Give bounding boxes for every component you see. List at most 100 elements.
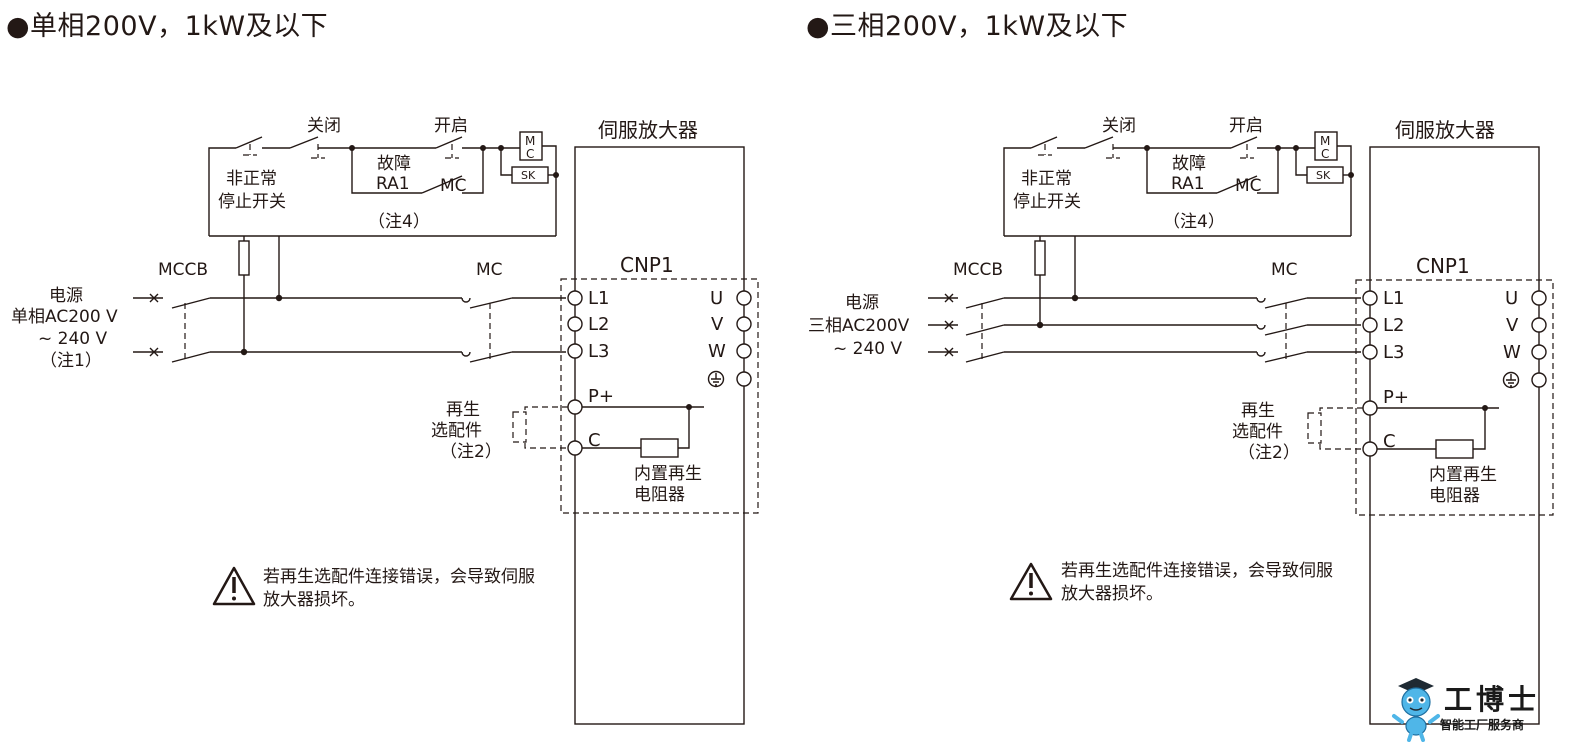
terminals: L1 L2 L3 U V W P+ C — [567, 288, 752, 456]
mccb-label: MCCB — [158, 260, 208, 280]
terminal-p — [567, 399, 583, 415]
mc-coil-label-top: M — [1320, 134, 1330, 148]
mc-aux-contact-label: MC — [1235, 176, 1262, 196]
cnp1-connector — [560, 278, 759, 514]
warning-note: 若再生选配件连接错误，会导致伺服 放大器损坏。 — [1009, 561, 1333, 604]
terminal-w-label: W — [1503, 342, 1521, 363]
close-switch-label: 关闭 — [1102, 116, 1136, 136]
terminal-l2 — [567, 316, 583, 332]
warning-text-line2: 放大器损坏。 — [263, 590, 365, 610]
regen-label-line2: 选配件 — [431, 421, 482, 441]
terminal-l1 — [1362, 290, 1378, 306]
mc-coil-label-bottom: C — [526, 147, 534, 161]
terminal-c-label: C — [1383, 431, 1396, 452]
mc-coil-label-bottom: C — [1321, 147, 1329, 161]
terminal-p — [1362, 400, 1378, 416]
resistor-label-line1: 内置再生 — [1429, 465, 1497, 485]
terminal-c-label: C — [588, 430, 601, 451]
terminal-c — [1362, 441, 1378, 457]
regen-label-line3: （注2） — [1238, 443, 1300, 463]
regen-label-line2: 选配件 — [1232, 422, 1283, 442]
terminal-l3 — [1362, 344, 1378, 360]
ra1-label: RA1 — [1171, 174, 1205, 194]
power-label-line1: 电源 — [845, 293, 879, 313]
section-title-single-phase: ●单相200V，1kW及以下 — [6, 11, 329, 42]
servo-amplifier-box — [1369, 146, 1540, 725]
control-circuit: M C SK 关闭 开启 故障 RA1 MC （注4） 非正常 停止开关 — [1003, 116, 1354, 329]
terminal-c — [567, 440, 583, 456]
terminal-l3-label: L3 — [588, 341, 609, 362]
built-in-regen-resistor — [1435, 439, 1474, 459]
cnp1-label: CNP1 — [620, 253, 674, 277]
terminal-l2-label: L2 — [1383, 315, 1404, 336]
power-label-line4: （注1） — [40, 351, 102, 371]
terminal-w-label: W — [708, 341, 726, 362]
warning-text-line1: 若再生选配件连接错误，会导致伺服 — [263, 567, 535, 587]
control-circuit: M C SK 关闭 开启 故障 RA1 MC （注4） 非正常 停止开关 — [208, 116, 559, 356]
main-power-circuit: MCCB MC 电源 单相AC200 V ~ 240 V （注1） — [11, 260, 566, 371]
regen-label-line1: 再生 — [1241, 401, 1275, 421]
terminal-l1 — [567, 290, 583, 306]
cnp1-label: CNP1 — [1416, 254, 1470, 278]
open-switch-label: 开启 — [434, 116, 468, 136]
regen-circuit: 再生 选配件 （注2） 内置再生 电阻器 — [431, 400, 704, 505]
terminals: L1 L2 L3 U V W P+ C — [1362, 288, 1547, 457]
warning-icon — [212, 566, 256, 606]
terminal-v-label: V — [711, 314, 724, 335]
terminal-v-label: V — [1506, 315, 1519, 336]
terminal-w — [1531, 344, 1547, 360]
note4-label: （注4） — [368, 212, 430, 232]
mascot-icon — [1392, 678, 1440, 742]
close-switch-label: 关闭 — [307, 116, 341, 136]
warning-text-line2: 放大器损坏。 — [1061, 584, 1163, 604]
sk-label: SK — [1316, 169, 1331, 182]
regen-option — [512, 411, 527, 443]
resistor-label-line1: 内置再生 — [634, 464, 702, 484]
servo-amplifier-label: 伺服放大器 — [598, 118, 698, 142]
power-label-line2: 单相AC200 V — [11, 307, 118, 327]
power-label-line1: 电源 — [49, 286, 83, 306]
fault-label: 故障 — [377, 154, 411, 174]
fuse — [238, 240, 250, 276]
terminal-ground — [1531, 372, 1547, 388]
regen-label-line3: （注2） — [440, 442, 502, 462]
terminal-w — [736, 343, 752, 359]
terminal-p-label: P+ — [588, 386, 614, 407]
estop-label-line1: 非正常 — [226, 169, 277, 189]
fuse — [1034, 240, 1046, 276]
estop-label-line2: 停止开关 — [1013, 192, 1081, 212]
power-label-line3: ~ 240 V — [833, 339, 902, 359]
terminal-l3 — [567, 343, 583, 359]
fault-label: 故障 — [1172, 154, 1206, 174]
terminal-l2 — [1362, 317, 1378, 333]
terminal-u-label: U — [710, 288, 723, 309]
resistor-label-line2: 电阻器 — [1429, 486, 1480, 506]
section-title-three-phase: ●三相200V，1kW及以下 — [806, 11, 1129, 42]
estop-label-line2: 停止开关 — [218, 192, 286, 212]
servo-amplifier-box — [574, 146, 745, 725]
power-label-line3: ~ 240 V — [38, 329, 107, 349]
main-power-circuit: MCCB MC — [808, 260, 1361, 363]
terminal-l1-label: L1 — [1383, 288, 1404, 309]
mc-main-label: MC — [476, 260, 503, 280]
warning-text-line1: 若再生选配件连接错误，会导致伺服 — [1061, 561, 1333, 581]
terminal-p-label: P+ — [1383, 387, 1409, 408]
logo-tagline: 智能工厂服务商 — [1440, 718, 1525, 732]
open-switch-label: 开启 — [1229, 116, 1263, 136]
terminal-v — [736, 316, 752, 332]
terminal-u — [1531, 290, 1547, 306]
sk-label: SK — [521, 169, 536, 182]
diagram-three-phase: 伺服放大器 CNP1 M C SK — [808, 116, 1554, 725]
terminal-l3-label: L3 — [1383, 342, 1404, 363]
regen-circuit: 再生 选配件 （注2） 内置再生 电阻器 — [1232, 401, 1499, 506]
ground-icon — [707, 370, 725, 388]
ra1-label: RA1 — [376, 174, 410, 194]
regen-label-line1: 再生 — [446, 400, 480, 420]
terminal-u — [736, 290, 752, 306]
mccb-label: MCCB — [953, 260, 1003, 280]
cnp1-connector — [1355, 279, 1554, 516]
terminal-l1-label: L1 — [588, 288, 609, 309]
power-label-line2: 三相AC200V — [808, 316, 910, 336]
mc-coil-label-top: M — [525, 134, 535, 148]
